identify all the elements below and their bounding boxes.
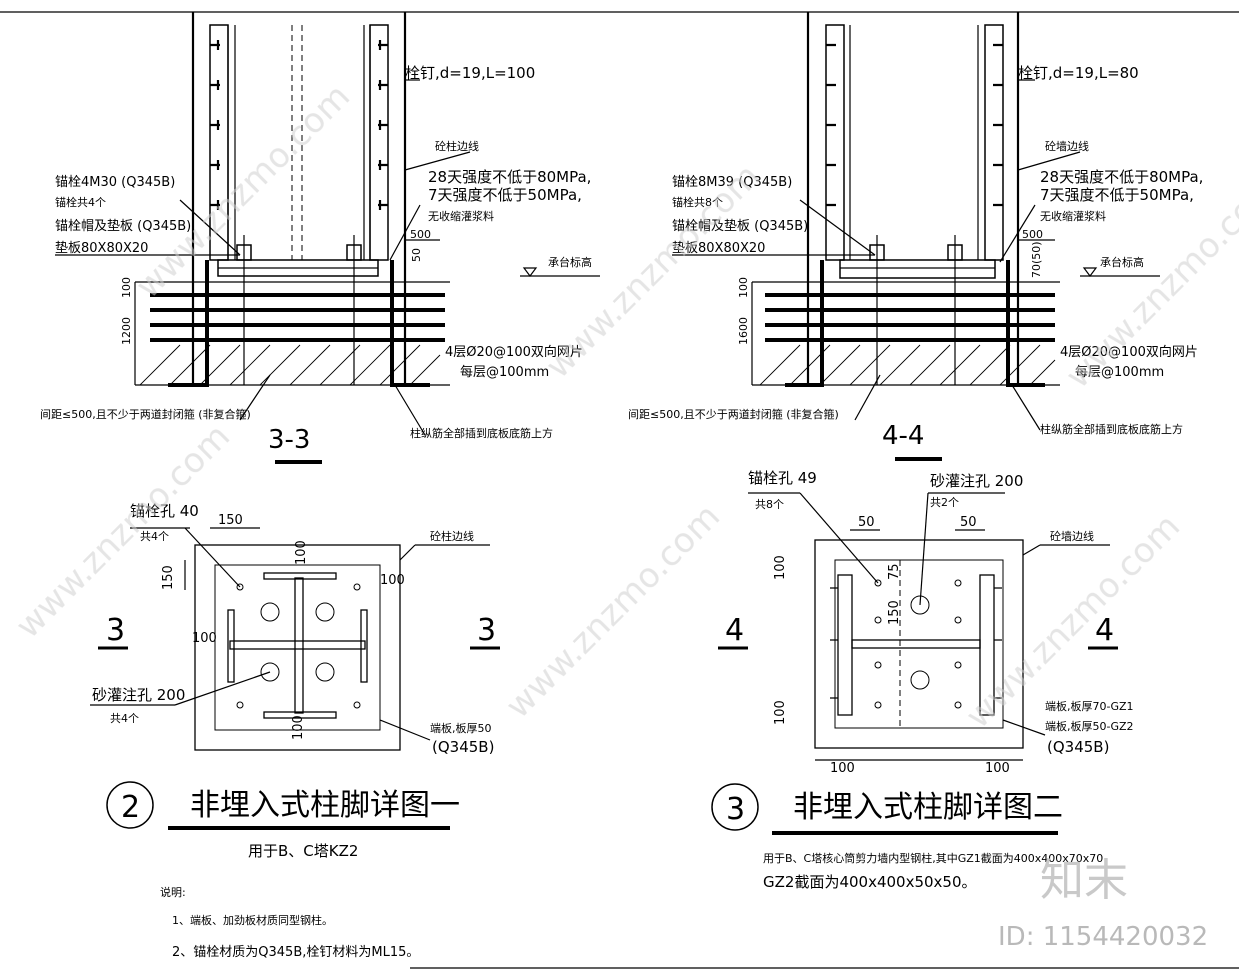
anchor-bolt-label-4: 锚栓8M39 (Q345B)	[672, 175, 792, 190]
plan-detail-2: 50 50 100 100 100 100 75 150 锚栓孔 49 共8个 …	[711, 469, 1134, 891]
hole-label-2: 锚栓孔 49	[748, 469, 817, 487]
section-3-3: 100 1200 500 50 承台标高 栓钉,d=19,L=100 砼柱边线 …	[40, 12, 600, 464]
mesh-spacing-label: 每层@100mm	[460, 364, 549, 380]
rebar-note-label-4: 柱纵筋全部插到底板底筋上方	[1040, 422, 1183, 436]
dim-100-plan2-a: 100	[773, 555, 788, 580]
watermark-site-1: www.znzmo.com	[128, 76, 358, 306]
hole-label: 锚栓孔 40	[130, 502, 199, 520]
watermark-id: ID: 1154420032	[998, 922, 1208, 952]
plate-mat-label: (Q345B)	[432, 738, 494, 756]
detail-number-3: 3	[726, 792, 745, 827]
dim-50-left: 50	[858, 515, 875, 530]
dim-150-side: 150	[161, 565, 176, 590]
dim-100-right: 100	[380, 573, 405, 588]
dim-100-plan2-c: 100	[830, 761, 855, 776]
washer-size-label: 垫板80X80X20	[55, 240, 148, 256]
mesh-note-label-4: 4层Ø20@100双向网片	[1060, 344, 1198, 360]
cap-level-label-4: 承台标高	[1100, 255, 1144, 269]
plan-1-usage: 用于B、C塔KZ2	[248, 842, 358, 860]
section-4-4: 100 1600 500 70(50) 承台标高 栓钉,d=19,L=80 砼墙…	[628, 12, 1203, 461]
cut-mark-left-2: 4	[725, 613, 744, 648]
grout-28-label-4: 28天强度不低于80MPa,	[1040, 168, 1203, 186]
dim-100-left: 100	[192, 631, 217, 646]
cut-mark-left: 3	[106, 613, 125, 648]
grout-28-label: 28天强度不低于80MPa,	[428, 168, 591, 186]
plate-label: 端板,板厚50	[430, 721, 492, 735]
grout-type-label: 无收缩灌浆料	[428, 209, 494, 223]
edge-line-label: 砼柱边线	[435, 139, 479, 153]
washer-note-label: 锚栓帽及垫板 (Q345B)	[55, 218, 191, 234]
watermark-brand: 知末	[1040, 855, 1128, 906]
plate-mat-label-2: (Q345B)	[1047, 738, 1109, 756]
notes-line-2: 2、锚栓材质为Q345B,栓钉材料为ML15。	[172, 945, 419, 960]
mesh-note-label: 4层Ø20@100双向网片	[445, 344, 583, 360]
anchor-bolt-label: 锚栓4M30 (Q345B)	[55, 175, 175, 190]
edge-line-label-plan2: 砼墙边线	[1050, 529, 1094, 543]
washer-note-label-4: 锚栓帽及垫板 (Q345B)	[672, 218, 808, 234]
dim-100-bottom: 100	[291, 715, 306, 740]
dim-50-right: 50	[960, 515, 977, 530]
dim-500-label: 500	[410, 228, 431, 241]
cut-mark-right-2: 4	[1095, 613, 1114, 648]
hoop-note-label: 间距≤500,且不少于两道封闭箍 (非复合箍)	[40, 407, 251, 421]
grout-hole-label: 砂灌注孔 200	[92, 686, 185, 704]
dim-75-label: 75	[887, 563, 902, 580]
watermark-site-4: www.znzmo.com	[8, 416, 238, 646]
grout-count-label-2: 共2个	[930, 496, 959, 509]
plan-2-usage-1: 用于B、C塔核心筒剪力墙内型钢柱,其中GZ1截面为400x400x70x70	[763, 851, 1103, 865]
hoop-note-label-4: 间距≤500,且不少于两道封闭箍 (非复合箍)	[628, 407, 839, 421]
anchor-count-label: 锚栓共4个	[55, 195, 106, 209]
dim-150-top: 150	[218, 513, 243, 528]
plan-2-title: 非埋入式柱脚详图二	[793, 790, 1063, 825]
dim-500-label-4: 500	[1022, 228, 1043, 241]
dim-100-plan2-d: 100	[985, 761, 1010, 776]
dim-100-top: 100	[294, 540, 309, 565]
plan-detail-1: 150 150 100 100 100 100 锚栓孔 40 共4个 砼柱边线 …	[90, 502, 500, 860]
notes-line-1: 1、端板、加劲板材质同型钢柱。	[172, 913, 333, 927]
stud-note: 栓钉,d=19,L=100	[405, 64, 535, 82]
watermark-site-5: www.znzmo.com	[498, 496, 728, 726]
hole-count: 共4个	[140, 530, 169, 543]
dim-50-label: 50	[410, 248, 423, 262]
notes-heading: 说明:	[160, 885, 186, 899]
washer-size-label-4: 垫板80X80X20	[672, 240, 765, 256]
section-3-3-label: 3-3	[268, 425, 310, 455]
plan-2-usage-2: GZ2截面为400x400x50x50。	[763, 873, 977, 891]
anchor-count-label-4: 锚栓共8个	[672, 195, 723, 209]
edge-line-label-plan1: 砼柱边线	[430, 529, 474, 543]
detail-number-2: 2	[121, 790, 140, 825]
cap-level-label: 承台标高	[548, 255, 592, 269]
dim-1600-label: 1600	[737, 317, 750, 345]
mesh-spacing-label-4: 每层@100mm	[1075, 364, 1164, 380]
stud-note-4: 栓钉,d=19,L=80	[1018, 64, 1139, 82]
hole-count-2: 共8个	[755, 498, 784, 511]
grout-7-label-4: 7天强度不低于50MPa,	[1040, 186, 1194, 204]
grout-type-label-4: 无收缩灌浆料	[1040, 209, 1106, 223]
dim-100-label: 100	[120, 277, 133, 298]
dim-150-label: 150	[887, 600, 902, 625]
dim-7050-label: 70(50)	[1030, 241, 1043, 278]
section-4-4-label: 4-4	[882, 421, 924, 451]
dim-100-plan2-b: 100	[773, 700, 788, 725]
cut-mark-right: 3	[477, 613, 496, 648]
plan-1-title: 非埋入式柱脚详图一	[190, 788, 460, 823]
dim-100-label-4: 100	[737, 277, 750, 298]
grout-hole-label-2: 砂灌注孔 200	[930, 472, 1023, 490]
plate1-label: 端板,板厚70-GZ1	[1045, 699, 1134, 713]
edge-line-label-4: 砼墙边线	[1045, 139, 1089, 153]
dim-1200-label: 1200	[120, 317, 133, 345]
plate2-label: 端板,板厚50-GZ2	[1045, 719, 1134, 733]
grout-7-label: 7天强度不低于50MPa,	[428, 186, 582, 204]
rebar-note-label: 柱纵筋全部插到底板底筋上方	[410, 426, 553, 440]
notes-block: 说明: 1、端板、加劲板材质同型钢柱。 2、锚栓材质为Q345B,栓钉材料为ML…	[160, 885, 419, 960]
grout-count-label: 共4个	[110, 712, 139, 725]
